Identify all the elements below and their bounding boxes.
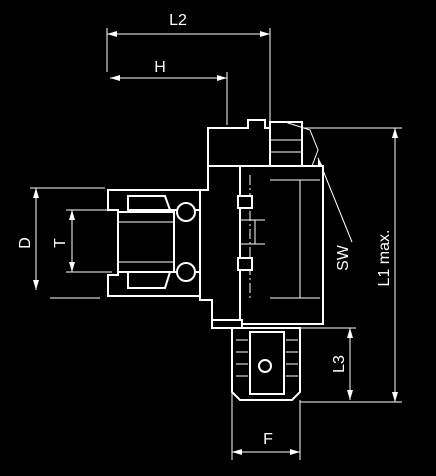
dimension-l1 [290, 127, 402, 403]
label-h: H [154, 59, 166, 76]
dimension-d [30, 187, 105, 299]
dimension-h [110, 72, 228, 125]
label-l1: L1 max. [376, 230, 393, 287]
label-f: F [263, 431, 273, 448]
dimension-l2 [106, 28, 271, 125]
push-in-connector [107, 189, 201, 297]
label-l3: L3 [331, 355, 348, 373]
dimension-f [231, 392, 301, 460]
label-l2: L2 [169, 12, 187, 29]
dimension-l3 [298, 327, 356, 400]
swivel-body [199, 119, 324, 325]
label-sw: SW [335, 244, 352, 271]
label-t: T [52, 238, 69, 248]
dimension-t [66, 209, 112, 273]
label-d: D [17, 237, 34, 249]
threaded-stem [211, 319, 301, 401]
